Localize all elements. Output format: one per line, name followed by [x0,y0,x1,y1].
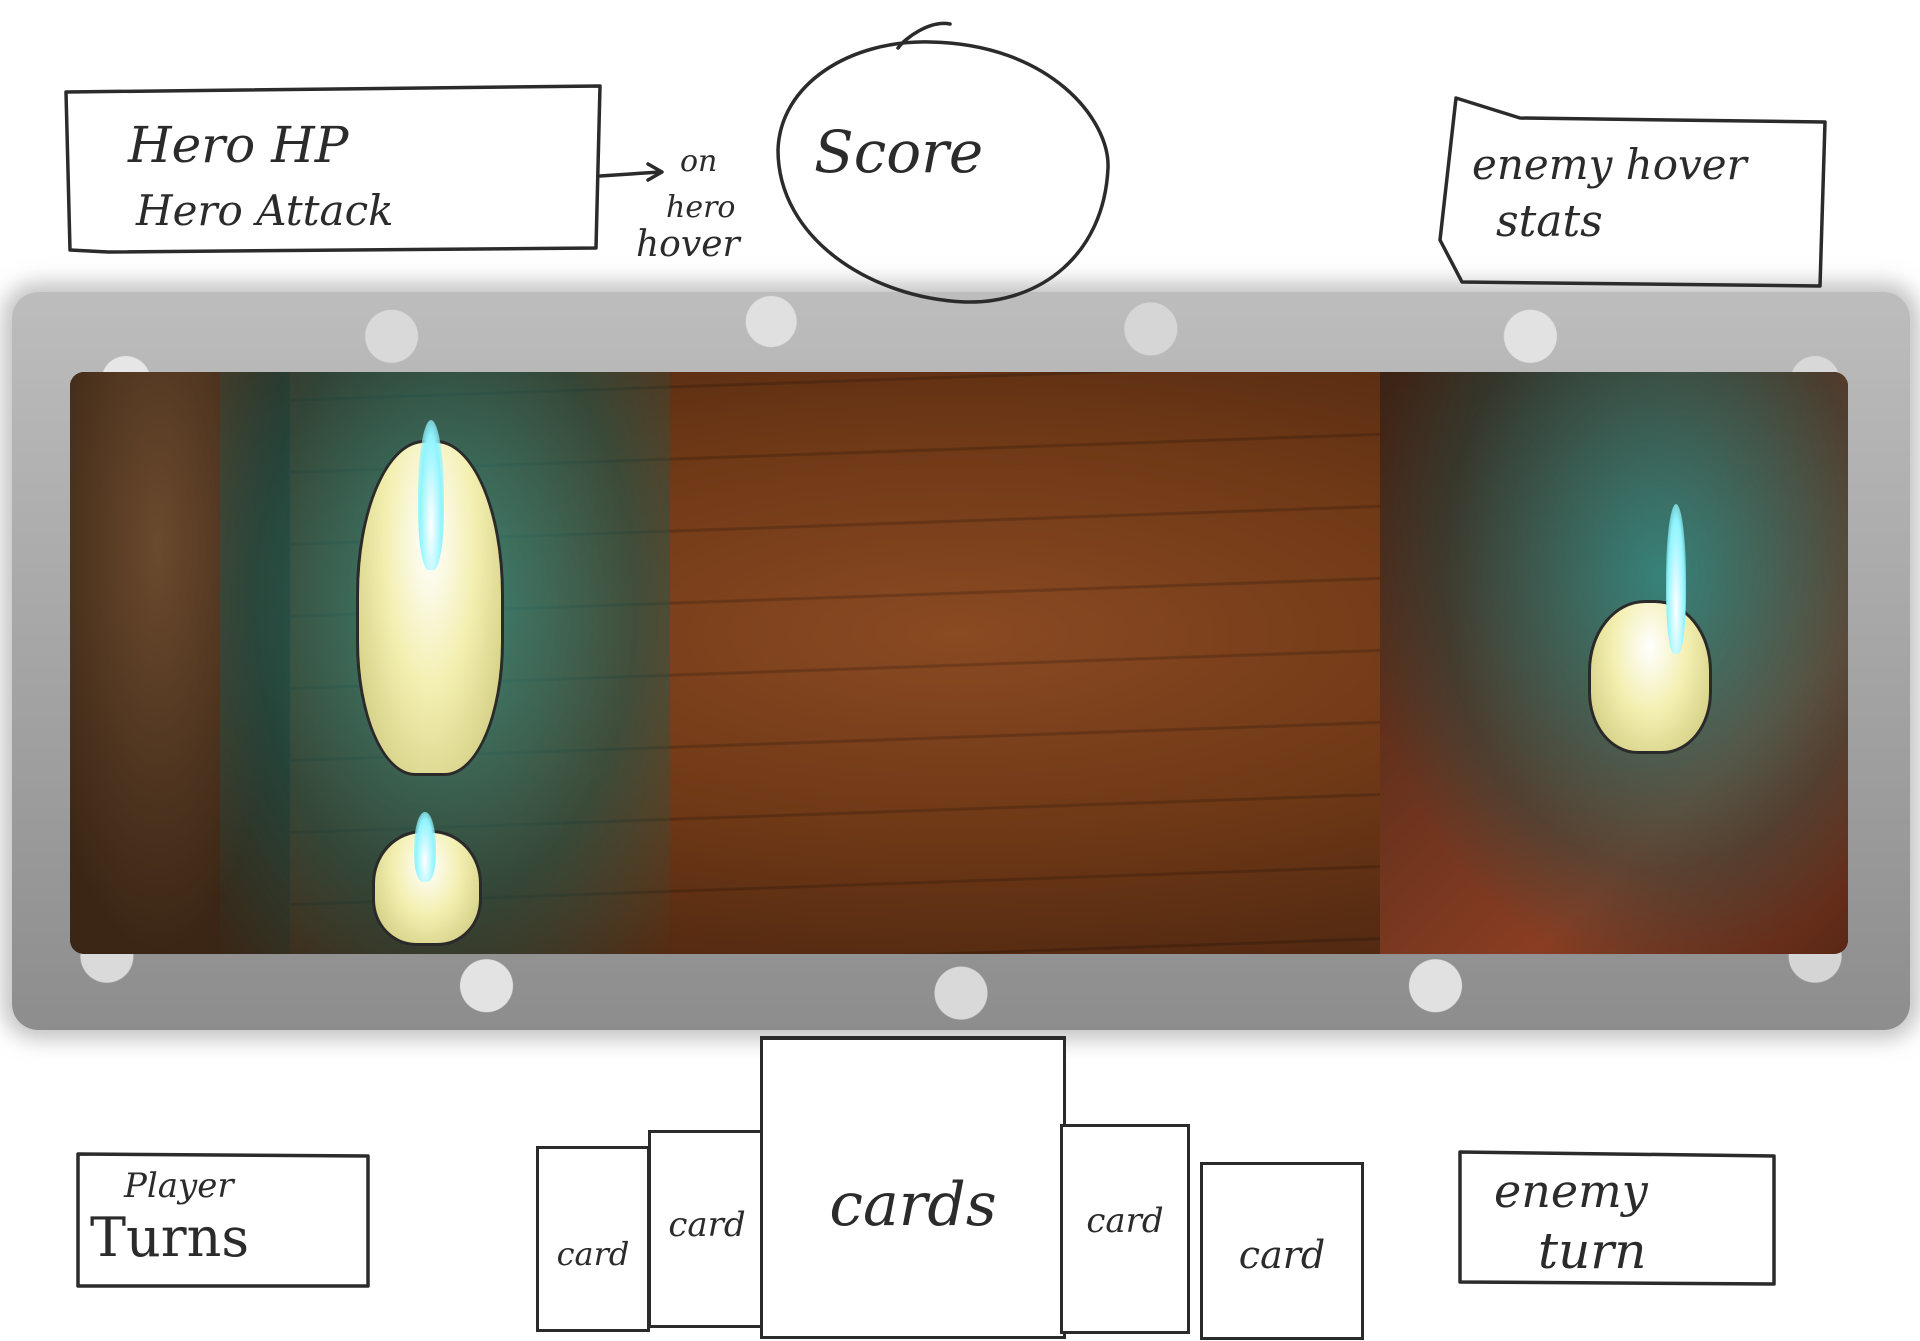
hand-card-label: card [539,1235,647,1273]
hand-card-label: card [651,1205,763,1245]
hand-card-1[interactable]: card [536,1146,650,1332]
score-label: Score [814,118,983,186]
hand-card-4[interactable]: card [1060,1124,1190,1334]
hand-card-3-selected[interactable]: cards [760,1036,1066,1339]
hero-note-line1: on [680,144,717,179]
enemy-turn-bottom: turn [1538,1222,1646,1280]
hero-attack-label: Hero Attack [136,186,394,235]
enemy-turn-top: enemy [1494,1164,1648,1218]
hand-card-label: card [1203,1233,1361,1277]
hand-card-2[interactable]: card [648,1130,766,1328]
enemy-hover-label: enemy hover [1472,140,1747,189]
hero-hp-label: Hero HP [128,116,348,174]
hand-card-5[interactable]: card [1200,1162,1364,1340]
hand-card-label: card [1063,1201,1187,1241]
player-turns-top: Player [124,1166,234,1206]
hand-card-label: cards [763,1170,1063,1240]
enemy-stats-label: stats [1496,196,1603,247]
hero-note-line2: hero [666,190,735,225]
player-turns-bottom: Turns [90,1206,249,1269]
hero-note-line3: hover [636,224,740,265]
